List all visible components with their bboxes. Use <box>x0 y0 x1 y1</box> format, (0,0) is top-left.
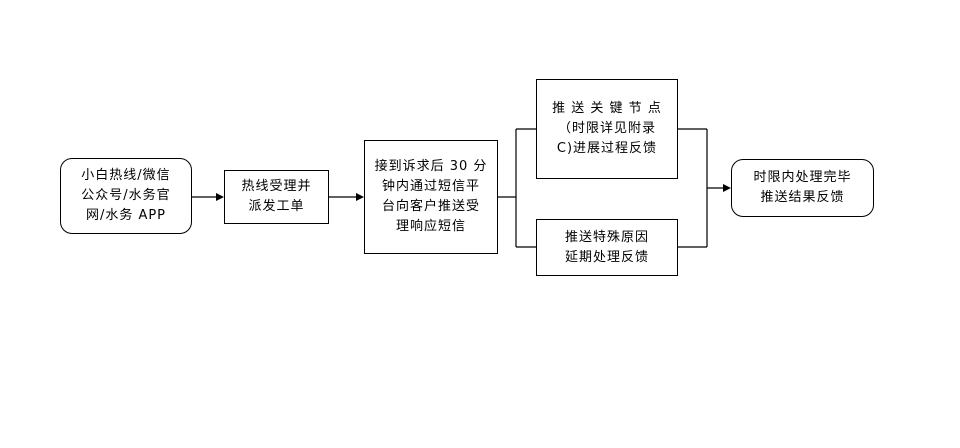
arrowhead-source-to-hotline <box>216 193 224 201</box>
node-hotline-dispatch: 热线受理并 派发工单 <box>224 170 329 224</box>
node-result-feedback: 时限内处理完毕 推送结果反馈 <box>731 159 874 217</box>
node-source-channels: 小白热线/微信 公众号/水务官 网/水务 APP <box>60 158 192 234</box>
arrowhead-hotline-to-sms <box>356 193 364 201</box>
node-sms-acceptance: 接到诉求后 30 分 钟内通过短信平 台向客户推送受 理响应短信 <box>364 140 498 254</box>
arrowhead-merge-to-done <box>723 184 731 192</box>
node-delay-feedback: 推送特殊原因 延期处理反馈 <box>536 219 678 276</box>
node-key-progress-feedback: 推 送 关 键 节 点 （时限详见附录 C)进展过程反馈 <box>536 79 678 179</box>
